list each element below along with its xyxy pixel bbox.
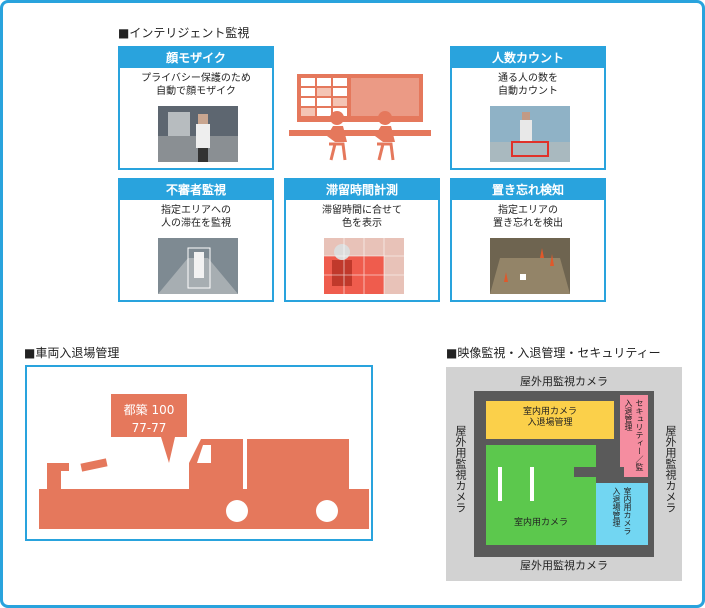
security-section-title: ■映像監視・入退管理・セキュリティー	[446, 346, 661, 360]
plate-line-1: 都築 100	[123, 403, 175, 417]
card-header: 顔モザイク	[120, 48, 272, 68]
card-suspicious-person: 不審者監視 指定エリアへの 人の滞在を監視	[118, 178, 274, 302]
card-desc-line2: 置き忘れを検出	[493, 218, 563, 229]
card-desc-line2: 色を表示	[342, 218, 382, 229]
vehicle-section-title: ■車両入退場管理	[24, 346, 120, 360]
card-left-behind: 置き忘れ検知 指定エリアの 置き忘れを検出	[450, 178, 606, 302]
card-desc-line2: 自動で顔モザイク	[156, 86, 236, 97]
vehicle-panel: 都築 100 77-77	[25, 365, 373, 541]
room-indoor-camera: 室内用カメラ	[486, 445, 596, 545]
corridor	[574, 467, 624, 477]
card-desc-line1: 滞留時間に合せて	[322, 205, 402, 216]
people-count-photo	[490, 106, 570, 162]
room-entry-management: 室内用カメラ 入退場管理	[486, 401, 614, 439]
intelligent-section-title: ■インテリジェント監視	[118, 26, 250, 40]
card-desc-line1: 指定エリアの	[498, 205, 558, 216]
monitoring-operators-illustration	[289, 74, 431, 161]
truck-gate-illustration	[39, 394, 369, 529]
plate-line-2: 77-77	[131, 421, 167, 435]
card-header: 滞留時間計測	[286, 180, 438, 200]
dwell-time-photo	[324, 238, 404, 294]
suspicious-person-photo	[158, 238, 238, 294]
pillar-left	[498, 467, 502, 501]
card-dwell-time: 滞留時間計測 滞留時間に合せて 色を表示	[284, 178, 440, 302]
room-blue-entry: 室内用カメラ 入退場管理	[596, 483, 648, 545]
card-desc-line1: 指定エリアへの	[161, 205, 231, 216]
card-face-mosaic: 顔モザイク プライバシー保護のため 自動で顔モザイク	[118, 46, 274, 170]
card-desc-line1: プライバシー保護のため	[141, 73, 251, 84]
outdoor-camera-bottom-label: 屋外用監視カメラ	[520, 559, 608, 572]
card-header: 人数カウント	[452, 48, 604, 68]
card-header: 不審者監視	[120, 180, 272, 200]
room-security-office: セキュリティー／監 入退管理	[620, 395, 648, 477]
outdoor-camera-left-label: 屋外用監視カメラ	[454, 425, 467, 513]
pillar-right	[530, 467, 534, 501]
security-map: 屋外用監視カメラ 屋外用監視カメラ 屋外用監視カメラ 屋外用監視カメラ 室内用カ…	[446, 367, 682, 581]
face-mosaic-photo	[158, 106, 238, 162]
card-desc-line1: 通る人の数を	[498, 73, 558, 84]
room-security-label: セキュリティー／監 入退管理	[624, 399, 644, 471]
room-blue-label: 室内用カメラ 入退場管理	[612, 487, 632, 535]
outdoor-camera-top-label: 屋外用監視カメラ	[520, 375, 608, 388]
card-header: 置き忘れ検知	[452, 180, 604, 200]
license-plate-label: 都築 100 77-77	[111, 401, 187, 437]
outdoor-camera-right-label: 屋外用監視カメラ	[664, 425, 677, 513]
room-indoor-label: 室内用カメラ	[513, 518, 568, 528]
card-desc-line2: 自動カウント	[498, 86, 558, 97]
left-behind-photo	[490, 238, 570, 294]
building-outline: 室内用カメラ 入退場管理 セキュリティー／監 入退管理 室内用カメラ 室内用カメ…	[474, 391, 654, 557]
card-people-count: 人数カウント 通る人の数を 自動カウント	[450, 46, 606, 170]
card-desc-line2: 人の滞在を監視	[161, 218, 231, 229]
